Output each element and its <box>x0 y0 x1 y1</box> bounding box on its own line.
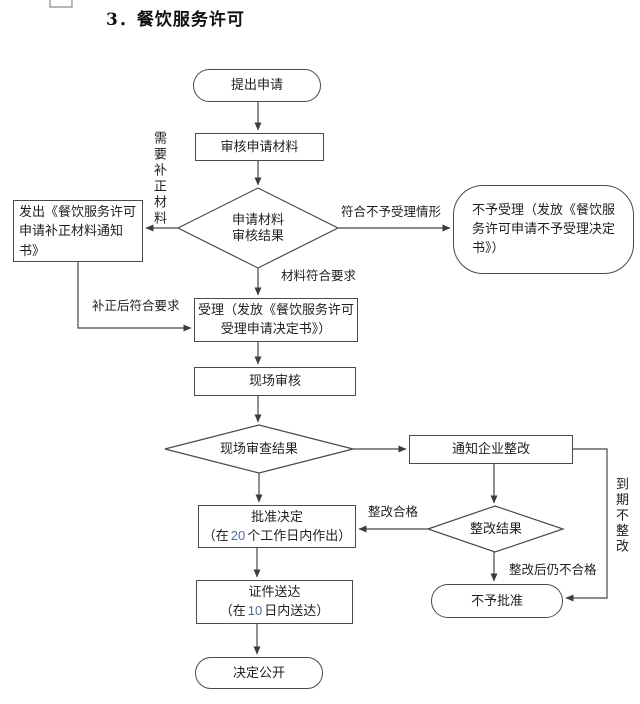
connector-correction-to-accept <box>77 262 192 332</box>
node-accept: 受理（发放《餐饮服务许可 受理申请决定书》） <box>194 298 358 342</box>
node-correction-notice: 发出《餐饮服务许可 申请补正材料通知 书》 <box>13 200 143 262</box>
node-decision-public-label: 决定公开 <box>232 664 285 680</box>
material-result-diamond-label: 申请材料 审核结果 <box>231 212 284 243</box>
node-start: 提出申请 <box>193 69 321 102</box>
node-start-label: 提出申请 <box>230 77 283 93</box>
delivery-paren-open: （在 <box>219 603 246 618</box>
page-title: 3．餐饮服务许可 <box>106 10 245 30</box>
node-not-accepted: 不予受理（发放《餐饮服 务许可申请不予受理决定 书》） <box>453 185 634 274</box>
approval-paren-close: 个工作日内作出） <box>247 527 352 543</box>
edge-label-corrected-ok: 补正后符合要求 <box>92 299 180 313</box>
edge-label-meets-rejection: 符合不予受理情形 <box>341 205 442 219</box>
node-review-materials: 审核申请材料 <box>195 133 324 161</box>
material-result-diamond <box>176 187 340 269</box>
rectify-result-diamond-label: 整改结果 <box>469 521 522 537</box>
edge-label-rectify-ok: 整改合格 <box>368 505 419 519</box>
node-not-accepted-label: 不予受理（发放《餐饮服 务许可申请不予受理决定 书》） <box>471 202 615 255</box>
node-site-review: 现场审核 <box>194 367 356 396</box>
rectify-result-diamond <box>426 505 565 553</box>
approval-paren-open: （在 <box>202 527 229 543</box>
node-not-approved: 不予批准 <box>431 584 563 618</box>
edge-label-material-ok: 材料符合要求 <box>281 269 357 283</box>
node-approval-line1: 批准决定 <box>250 508 303 524</box>
node-delivery-line1: 证件送达 <box>248 584 301 600</box>
approval-days-number: 20 <box>230 527 246 543</box>
edge-label-overdue-no-rectify: 到期不整改 <box>614 477 629 555</box>
node-site-review-label: 现场审核 <box>248 373 301 389</box>
edge-label-need-correction: 需要补正材料 <box>152 131 167 227</box>
node-notify-rectify: 通知企业整改 <box>409 435 573 464</box>
node-review-label: 审核申请材料 <box>220 138 299 154</box>
node-decision-public: 决定公开 <box>195 657 323 689</box>
edge-label-still-fail: 整改后仍不合格 <box>509 563 597 577</box>
node-correction-notice-label: 发出《餐饮服务许可 申请补正材料通知 书》 <box>19 203 137 258</box>
node-accept-label: 受理（发放《餐饮服务许可 受理申请决定书》） <box>197 302 354 336</box>
cropped-top-box <box>49 0 73 8</box>
node-notify-rectify-label: 通知企业整改 <box>451 441 530 457</box>
connector-notify-to-not-approved-overdue <box>565 448 608 602</box>
site-result-diamond <box>164 424 354 474</box>
delivery-days-number: 10 <box>247 603 263 618</box>
node-not-approved-label: 不予批准 <box>470 592 523 608</box>
site-result-diamond-label: 现场审查结果 <box>219 441 298 457</box>
delivery-paren-close: 日内送达） <box>264 603 330 618</box>
